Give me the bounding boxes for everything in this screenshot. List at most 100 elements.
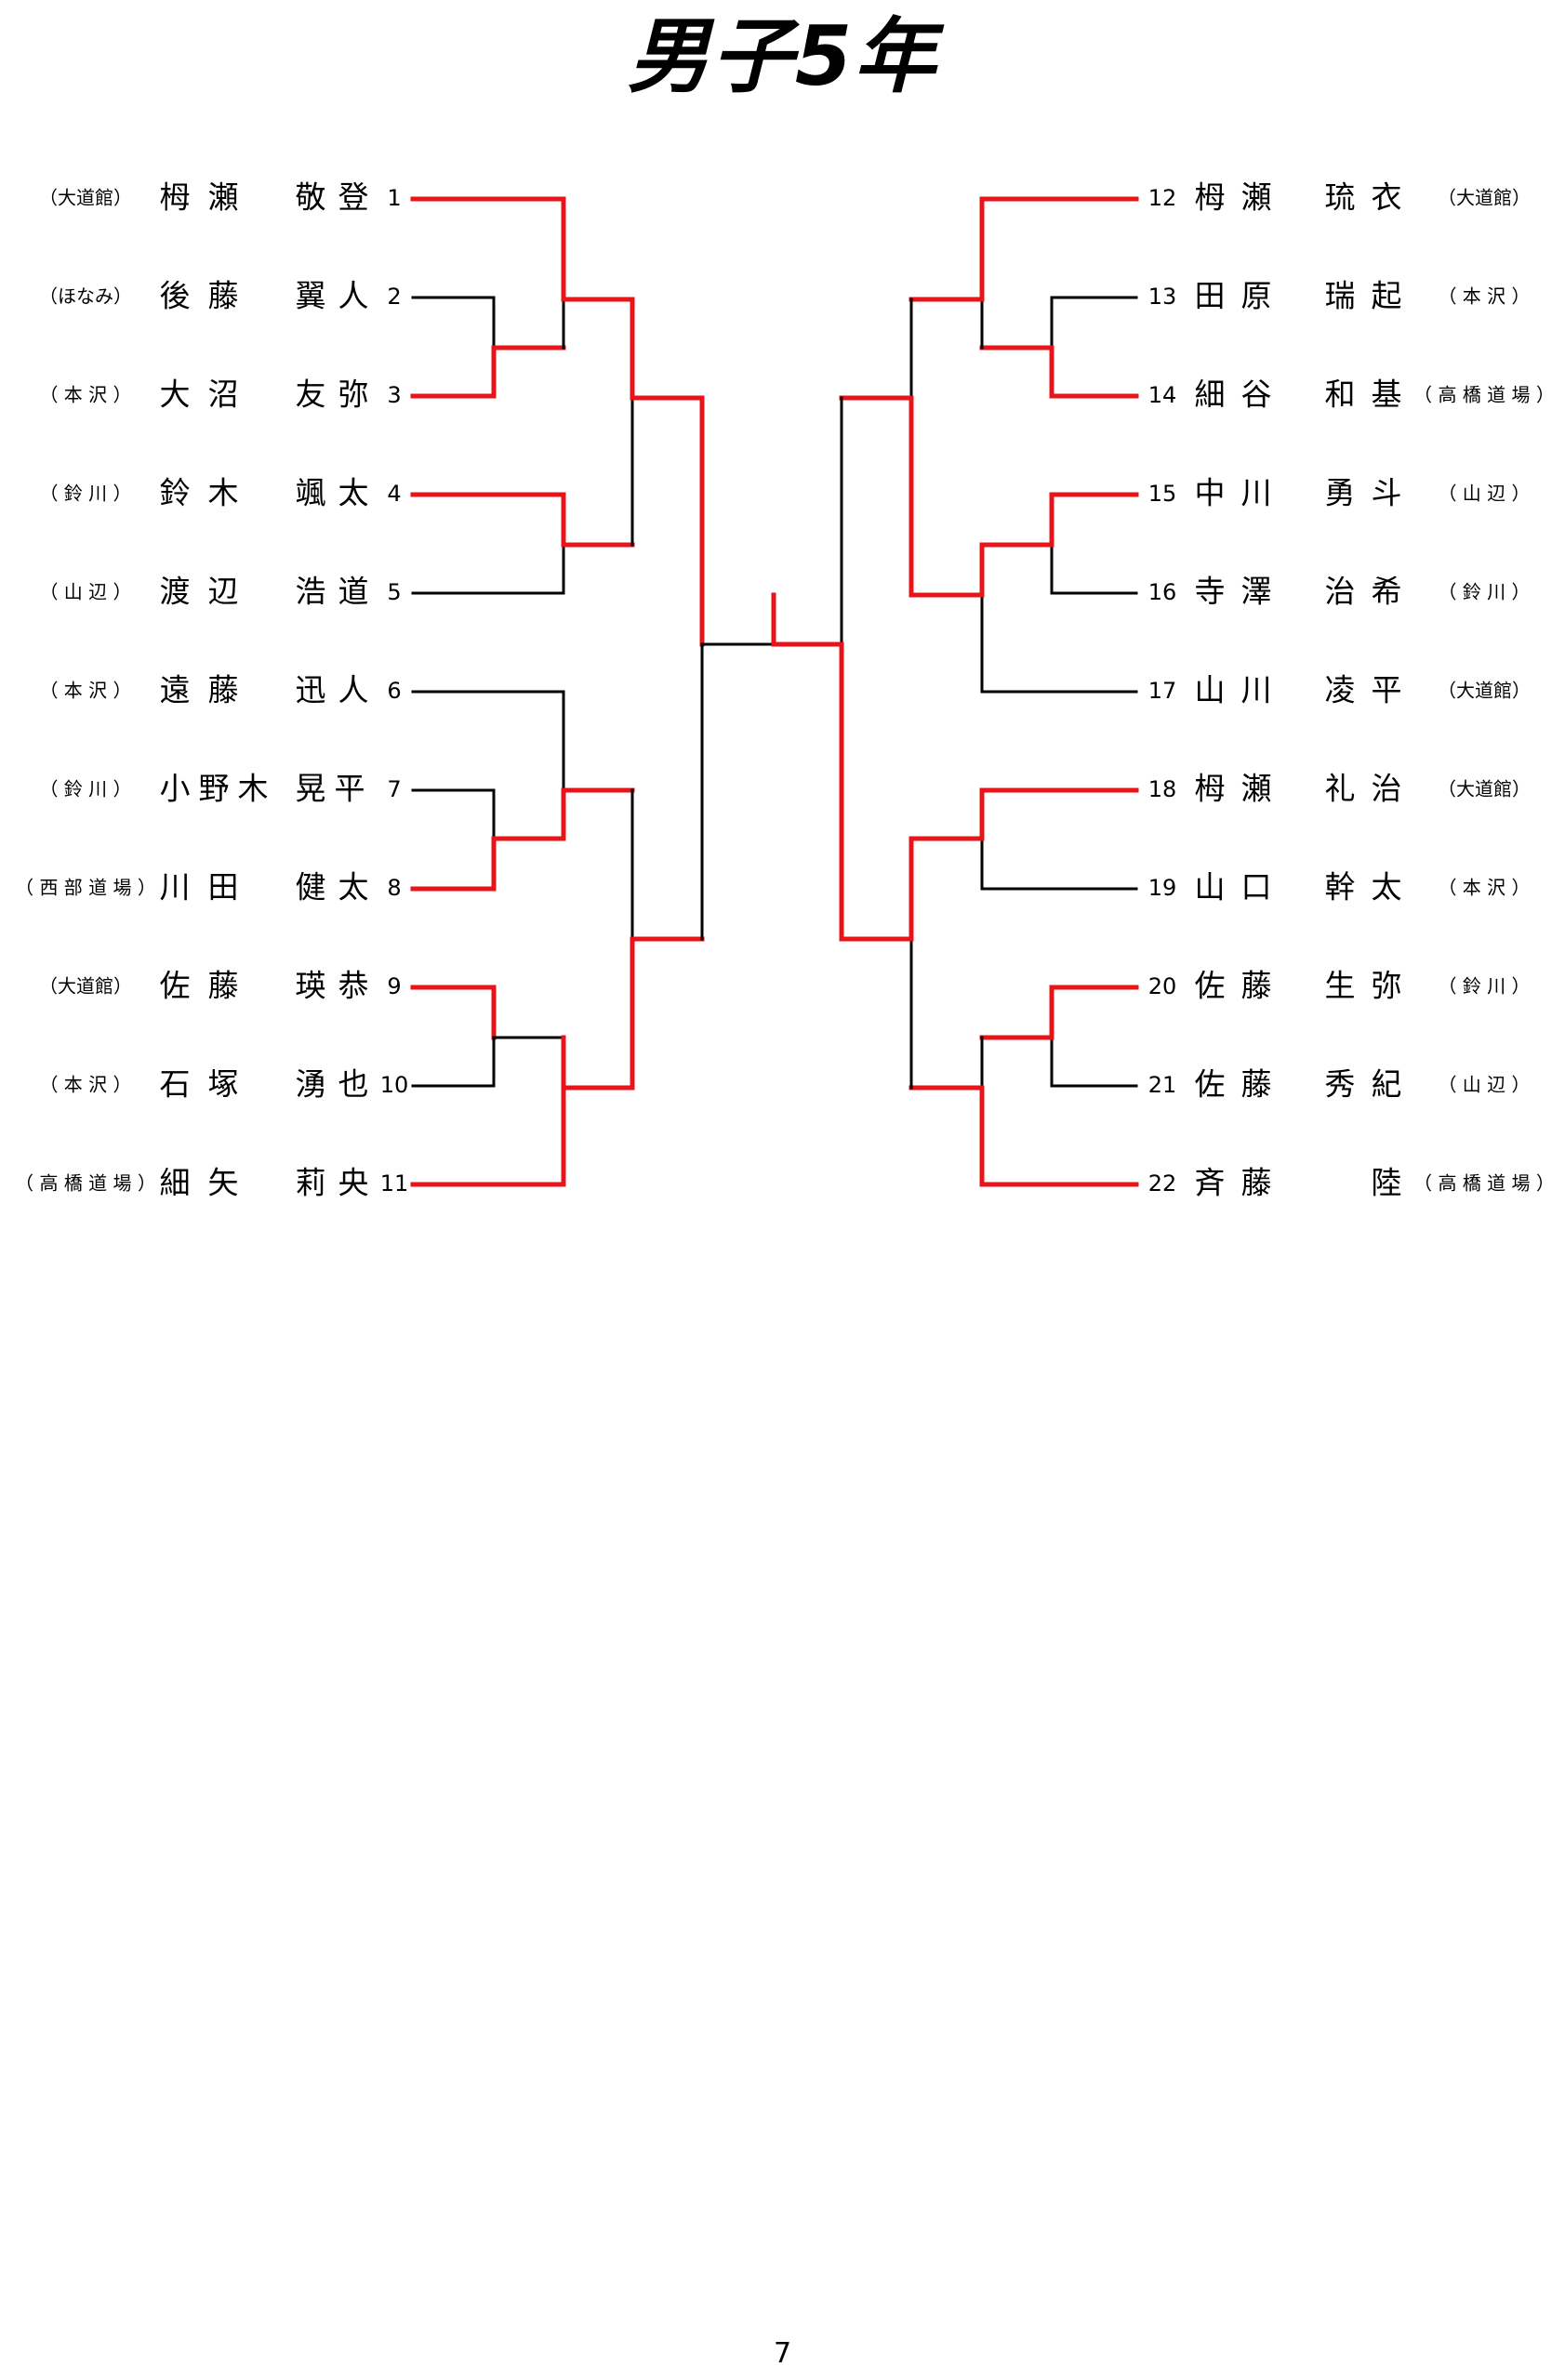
dojo-label: （ 本 沢 ） bbox=[39, 680, 131, 702]
dojo-label: （ 鈴 川 ） bbox=[1438, 975, 1530, 998]
name-char: 藤 bbox=[208, 278, 239, 314]
name-char: 敬 bbox=[296, 179, 326, 216]
name-char: 琉 bbox=[1325, 179, 1356, 216]
dojo-label: （ 本 沢 ） bbox=[1438, 285, 1530, 308]
seed-number: 21 bbox=[1148, 1072, 1177, 1098]
name-char: 瑞 bbox=[1325, 278, 1356, 314]
name-char: 細 bbox=[1195, 377, 1226, 413]
name-char: 佐 bbox=[160, 968, 191, 1004]
name-char: 礼 bbox=[1325, 771, 1356, 807]
seed-number: 13 bbox=[1148, 284, 1177, 310]
name-char: 衣 bbox=[1372, 179, 1402, 216]
name-char: 山 bbox=[1195, 672, 1226, 708]
page-number: 7 bbox=[773, 2337, 792, 2370]
dojo-label: （ 山 辺 ） bbox=[1438, 1074, 1530, 1096]
name-char: 颯 bbox=[296, 475, 326, 511]
dojo-label: （大道館） bbox=[1438, 187, 1531, 209]
name-char: 後 bbox=[160, 278, 191, 314]
dojo-label: （ 山 辺 ） bbox=[39, 581, 131, 603]
name-char: 央 bbox=[338, 1165, 369, 1201]
name-char: 瀬 bbox=[1241, 771, 1272, 807]
name-char: 登 bbox=[338, 179, 369, 216]
name-char: 沼 bbox=[208, 377, 239, 413]
seed-number: 12 bbox=[1148, 185, 1177, 211]
name-char: 起 bbox=[1372, 278, 1402, 314]
name-char: 勇 bbox=[1325, 475, 1356, 511]
name-char: 陸 bbox=[1372, 1165, 1402, 1201]
name-char: 藤 bbox=[1241, 1165, 1272, 1201]
name-char: 健 bbox=[296, 869, 326, 906]
name-char: 平 bbox=[335, 771, 365, 807]
name-char: 田 bbox=[208, 869, 239, 906]
name-char: 辺 bbox=[208, 574, 239, 610]
seed-number: 20 bbox=[1148, 973, 1177, 999]
dojo-label: （ 鈴 川 ） bbox=[39, 483, 131, 505]
name-char: 弥 bbox=[338, 377, 369, 413]
name-char: 平 bbox=[1372, 672, 1402, 708]
seed-number: 16 bbox=[1148, 579, 1177, 605]
name-char: 渡 bbox=[160, 574, 191, 610]
dojo-label: （ 高 橋 道 場 ） bbox=[1413, 1172, 1555, 1195]
name-char: 翼 bbox=[296, 278, 326, 314]
seed-number: 15 bbox=[1148, 481, 1177, 507]
seed-number: 3 bbox=[387, 382, 401, 408]
name-char: 生 bbox=[1325, 968, 1356, 1004]
dojo-label: （ 本 沢 ） bbox=[39, 384, 131, 406]
name-char: 中 bbox=[1195, 475, 1226, 511]
name-char: 原 bbox=[1241, 278, 1272, 314]
name-char: 瀬 bbox=[1241, 179, 1272, 216]
name-char: 佐 bbox=[1195, 968, 1226, 1004]
name-char: 凌 bbox=[1325, 672, 1356, 708]
dojo-label: （大道館） bbox=[39, 975, 132, 998]
name-char: 木 bbox=[208, 475, 239, 511]
name-char: 太 bbox=[338, 475, 369, 511]
name-char: 遠 bbox=[160, 672, 191, 708]
dojo-label: （ほなみ） bbox=[39, 285, 132, 308]
name-char: 口 bbox=[1241, 869, 1272, 906]
name-char: 太 bbox=[338, 869, 369, 906]
name-char: 斗 bbox=[1372, 475, 1402, 511]
name-char: 野 bbox=[199, 771, 230, 807]
name-char: 栂 bbox=[160, 179, 191, 216]
name-char: 藤 bbox=[1241, 968, 1272, 1004]
name-char: 浩 bbox=[296, 574, 326, 610]
name-char: 湧 bbox=[296, 1066, 326, 1103]
name-char: 希 bbox=[1372, 574, 1402, 610]
name-char: 太 bbox=[1372, 869, 1402, 906]
seed-number: 14 bbox=[1148, 382, 1177, 408]
name-char: 道 bbox=[338, 574, 369, 610]
name-char: 鈴 bbox=[160, 475, 191, 511]
name-char: 友 bbox=[296, 377, 326, 413]
name-char: 莉 bbox=[296, 1165, 326, 1201]
dojo-label: （ 高 橋 道 場 ） bbox=[15, 1172, 156, 1195]
name-char: 紀 bbox=[1372, 1066, 1402, 1103]
dojo-label: （大道館） bbox=[1438, 778, 1531, 800]
name-char: 人 bbox=[338, 672, 369, 708]
name-char: 木 bbox=[238, 771, 269, 807]
name-char: 川 bbox=[1241, 672, 1272, 708]
seed-number: 9 bbox=[387, 973, 401, 999]
name-char: 矢 bbox=[208, 1165, 239, 1201]
page-title: 男子5年 bbox=[627, 8, 938, 104]
dojo-label: （ 高 橋 道 場 ） bbox=[1413, 384, 1555, 406]
name-char: 谷 bbox=[1241, 377, 1272, 413]
name-char: 和 bbox=[1325, 377, 1356, 413]
name-char: 幹 bbox=[1325, 869, 1356, 906]
name-char: 瀬 bbox=[208, 179, 239, 216]
